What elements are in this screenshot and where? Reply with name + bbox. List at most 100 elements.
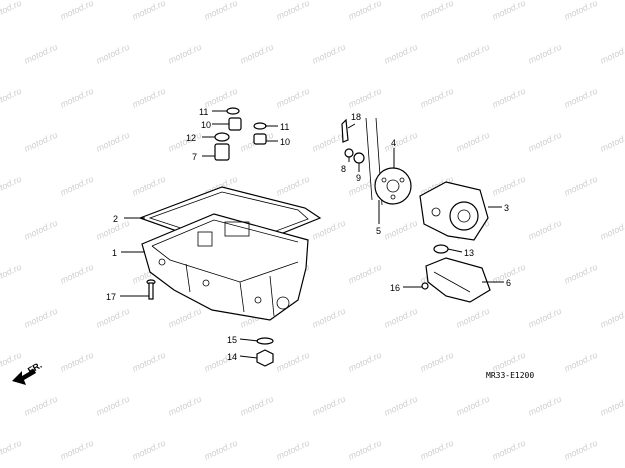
watermark-text: motod.ru: [383, 218, 419, 242]
watermark-text: motod.ru: [95, 306, 131, 330]
watermark-text: motod.ru: [95, 394, 131, 418]
watermark-text: motod.ru: [203, 438, 239, 462]
watermark-text: motod.ru: [347, 350, 383, 374]
watermark-text: motod.ru: [0, 174, 23, 198]
callout-13: 13: [464, 248, 474, 258]
watermark-text: motod.ru: [0, 438, 23, 462]
callout-11a: 11: [199, 107, 208, 117]
watermark-text: motod.ru: [419, 0, 455, 22]
leader-lines: [120, 110, 504, 359]
watermark-text: motod.ru: [131, 86, 167, 110]
front-direction-indicator: FR.: [12, 360, 44, 385]
watermark-text: motod.ru: [131, 0, 167, 22]
watermark-text: motod.ru: [527, 218, 563, 242]
callout-10b: 10: [280, 137, 290, 147]
callout-18: 18: [351, 112, 361, 122]
watermark-text: motod.ru: [131, 350, 167, 374]
watermark-text: motod.ru: [419, 86, 455, 110]
watermark-text: motod.ru: [95, 130, 131, 154]
watermark-text: motod.ru: [383, 130, 419, 154]
watermark-text: motod.ru: [491, 86, 527, 110]
watermark-text: motod.ru: [527, 394, 563, 418]
watermark-text: motod.ru: [275, 0, 311, 22]
watermark-text: motod.ru: [275, 350, 311, 374]
watermark-text: motod.ru: [131, 438, 167, 462]
watermark-text: motod.ru: [347, 0, 383, 22]
watermark-text: motod.ru: [563, 350, 599, 374]
watermark-text: motod.ru: [23, 394, 59, 418]
watermark-text: motod.ru: [347, 438, 383, 462]
watermark-text: motod.ru: [59, 438, 95, 462]
strainer-part: [421, 244, 491, 303]
watermark-text: motod.ru: [239, 42, 275, 66]
callout-16: 16: [390, 283, 400, 293]
watermark-text: motod.ru: [0, 262, 23, 286]
callout-3: 3: [504, 203, 509, 213]
watermark-text: motod.ru: [455, 42, 491, 66]
watermark-text: motod.ru: [59, 174, 95, 198]
watermark-text: motod.ru: [383, 42, 419, 66]
watermark-text: motod.ru: [527, 42, 563, 66]
watermark-text: motod.ru: [59, 0, 95, 22]
front-arrow-icon: [12, 369, 36, 385]
watermark-text: motod.ru: [167, 394, 203, 418]
watermark-text: motod.ru: [23, 218, 59, 242]
callout-6: 6: [506, 278, 511, 288]
watermark-text: motod.ru: [0, 0, 23, 22]
watermark-text: motod.ru: [311, 306, 347, 330]
callout-14: 14: [227, 352, 237, 362]
watermark-text: motod.ru: [275, 174, 311, 198]
watermark-text: motod.ru: [563, 262, 599, 286]
watermark-text: motod.ru: [383, 394, 419, 418]
watermark-text: motod.ru: [311, 218, 347, 242]
oil-pan-part: [141, 213, 309, 321]
watermark-text: motod.ru: [131, 174, 167, 198]
watermark-text: motod.ru: [563, 0, 599, 22]
watermark-text: motod.ru: [491, 438, 527, 462]
watermark-text: motod.ru: [59, 262, 95, 286]
watermark-text: motod.ru: [239, 394, 275, 418]
callout-8: 8: [341, 164, 346, 174]
callout-5: 5: [376, 226, 381, 236]
watermark-text: motod.ru: [275, 438, 311, 462]
watermark-text: motod.ru: [419, 438, 455, 462]
watermark-text: motod.ru: [491, 174, 527, 198]
callout-12: 12: [186, 133, 196, 143]
callout-10a: 10: [201, 120, 211, 130]
watermark-text: motod.ru: [0, 86, 23, 110]
watermark-text: motod.ru: [167, 130, 203, 154]
callout-17: 17: [106, 292, 116, 302]
watermark-text: motod.ru: [0, 350, 23, 374]
watermark-text: motod.ru: [23, 42, 59, 66]
watermark-text: motod.ru: [311, 42, 347, 66]
callout-labels: 11 10 12 7 11 10 2 1 17 18 8 9 4 5 3 13 …: [106, 107, 511, 362]
watermark-text: motod.ru: [419, 350, 455, 374]
pump-drive-parts: [341, 117, 412, 206]
watermark-text: motod.ru: [563, 174, 599, 198]
callout-1: 1: [112, 248, 117, 258]
watermark-text: motod.ru: [347, 86, 383, 110]
small-parts: [214, 107, 267, 161]
watermark-text: motod.ru: [563, 438, 599, 462]
watermark-text: motod.ru: [563, 86, 599, 110]
watermark-text: motod.ru: [455, 394, 491, 418]
watermark-text: motod.ru: [59, 350, 95, 374]
watermark-text: motod.ru: [311, 394, 347, 418]
watermark-text: motod.ru: [167, 42, 203, 66]
callout-2: 2: [113, 214, 118, 224]
callout-15: 15: [227, 335, 237, 345]
watermark-text: motod.ru: [599, 130, 625, 154]
watermark-text: motod.ru: [167, 306, 203, 330]
oil-pump-part: [419, 181, 489, 241]
watermark-text: motod.ru: [455, 130, 491, 154]
callout-4: 4: [391, 138, 396, 148]
watermark-text: motod.ru: [95, 42, 131, 66]
watermark-text: motod.ru: [599, 42, 625, 66]
watermark-text: motod.ru: [455, 306, 491, 330]
watermark-text: motod.ru: [59, 86, 95, 110]
watermark-text: motod.ru: [311, 130, 347, 154]
watermark-text: motod.ru: [383, 306, 419, 330]
